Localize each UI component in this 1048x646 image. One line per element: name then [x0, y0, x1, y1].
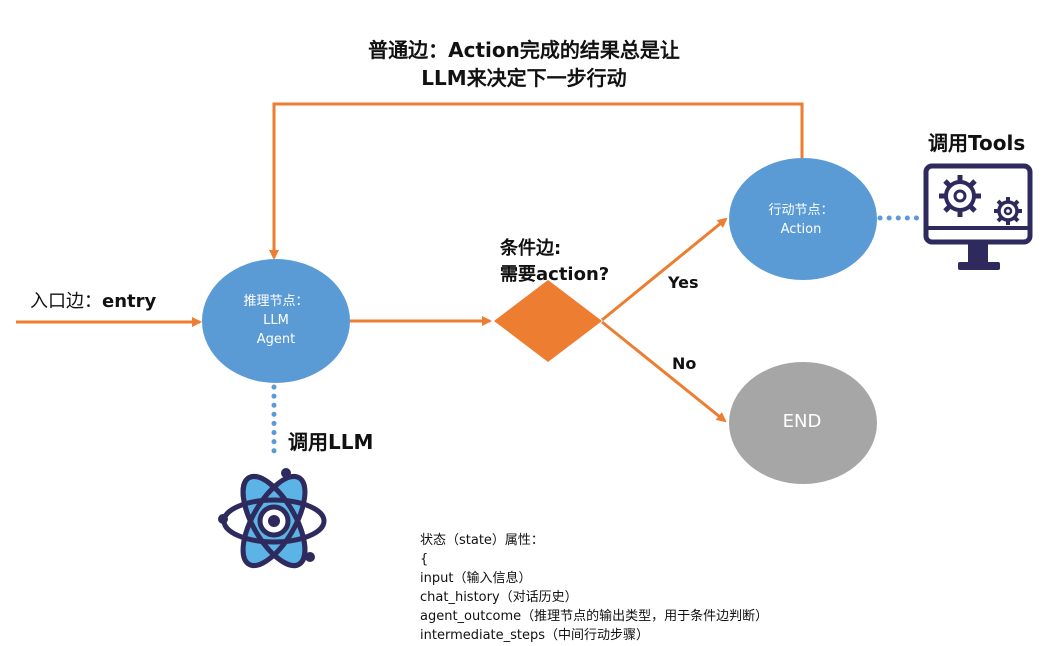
- entry-edge-prefix: 入口边：: [30, 291, 102, 312]
- tools-call-label: 调用Tools: [928, 131, 1026, 155]
- action-node-line2: Action: [780, 222, 822, 237]
- entry-edge-value: entry: [102, 291, 157, 312]
- action-to-agent-loop-arrow: [269, 102, 804, 260]
- normal-edge-note-line2: LLM来决定下一步行动: [421, 66, 627, 90]
- condition-line2: 需要action?: [500, 264, 610, 285]
- agent-node-line3: Agent: [256, 332, 296, 347]
- state-attributes: 状态（state）属性： { input（输入信息） chat_history（…: [420, 531, 768, 645]
- state-field: intermediate_steps（中间行动步骤）: [420, 628, 650, 643]
- computer-gears-icon: [923, 163, 1033, 270]
- condition-edge-label: 条件边: 需要action?: [500, 236, 609, 288]
- agent-node-label: 推理节点： LLM Agent: [206, 292, 346, 349]
- state-field: agent_outcome（推理节点的输出类型，用于条件边判断）: [420, 609, 769, 624]
- agent-node: [202, 259, 350, 383]
- yes-edge-arrow: [601, 217, 728, 322]
- normal-edge-note-line1: 普通边：Action完成的结果总是让: [368, 38, 680, 62]
- yes-label: Yes: [668, 273, 699, 292]
- state-title: 状态（state）属性：: [420, 533, 544, 548]
- state-field: input（输入信息）: [420, 571, 532, 586]
- state-field: chat_history（对话历史）: [420, 590, 578, 605]
- condition-diamond: [494, 280, 602, 362]
- end-node: [729, 362, 877, 484]
- agent-node-line2: LLM: [263, 313, 289, 328]
- condition-line1: 条件边:: [500, 238, 562, 259]
- agent-node-line1: 推理节点：: [243, 294, 309, 309]
- atom-icon: [218, 468, 327, 569]
- action-node-label: 行动节点： Action: [736, 201, 866, 239]
- action-node: [729, 158, 877, 280]
- end-node-label: END: [782, 411, 822, 432]
- action-node-line1: 行动节点：: [768, 203, 834, 218]
- no-edge-arrow: [601, 320, 727, 423]
- normal-edge-note: 普通边：Action完成的结果总是让 LLM来决定下一步行动: [0, 36, 1048, 92]
- entry-edge-label: 入口边：entry: [30, 287, 156, 313]
- llm-call-label: 调用LLM: [288, 430, 374, 454]
- state-open-brace: {: [420, 552, 429, 567]
- no-label: No: [672, 354, 697, 373]
